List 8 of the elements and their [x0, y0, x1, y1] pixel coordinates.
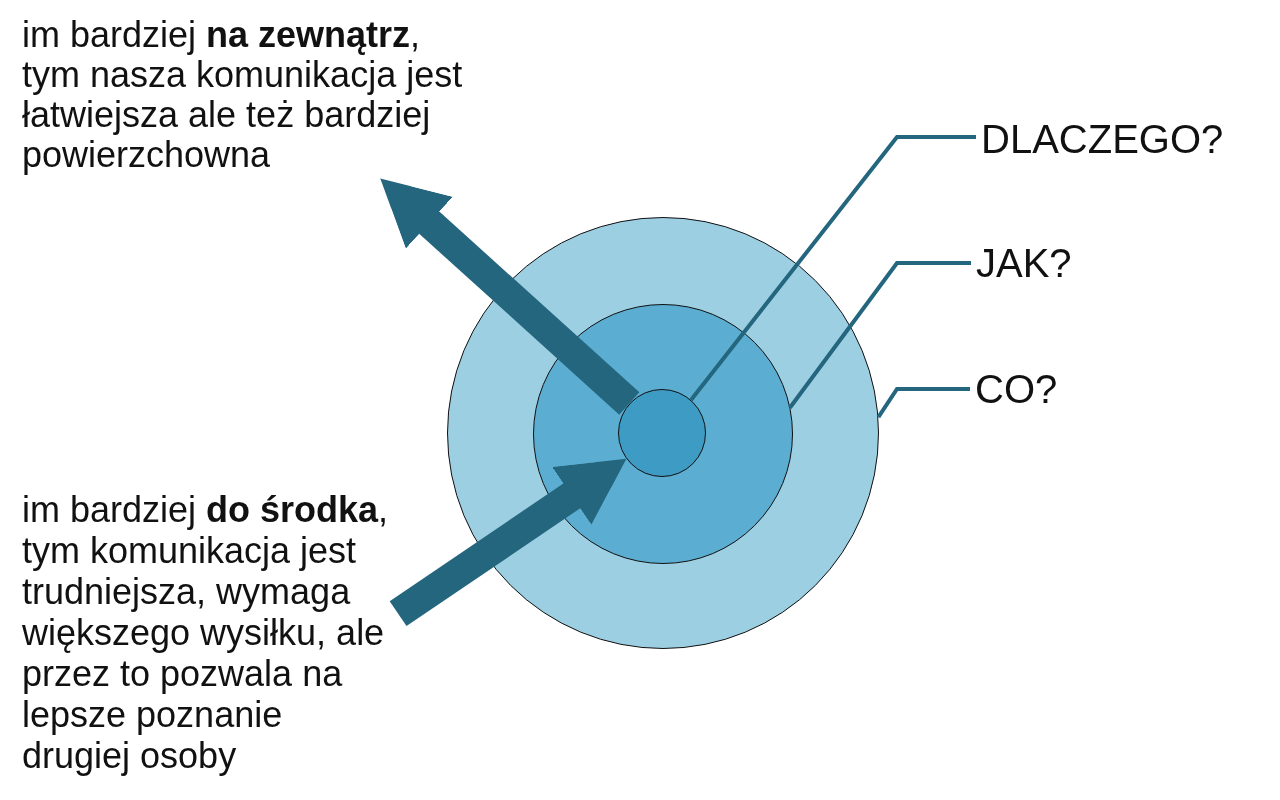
question-label: CO? [975, 366, 1058, 412]
question-label: JAK? [976, 240, 1072, 286]
leader-line [788, 261, 971, 409]
explanation-text: im bardziej na zewnątrz, tym nasza komunikacja jest łatwiejsza ale też bardziej powierzchowna [22, 15, 477, 175]
leader-line [876, 387, 970, 419]
question-label: DLACZEGO? [981, 116, 1224, 162]
leader-line [689, 135, 976, 402]
explanation-text: im bardziej do środka, tym komunikacja jest trudniejsza, wymaga większego wysiłku, ale przez to pozwala na lepsze poznanie drugiej osoby [22, 489, 394, 776]
